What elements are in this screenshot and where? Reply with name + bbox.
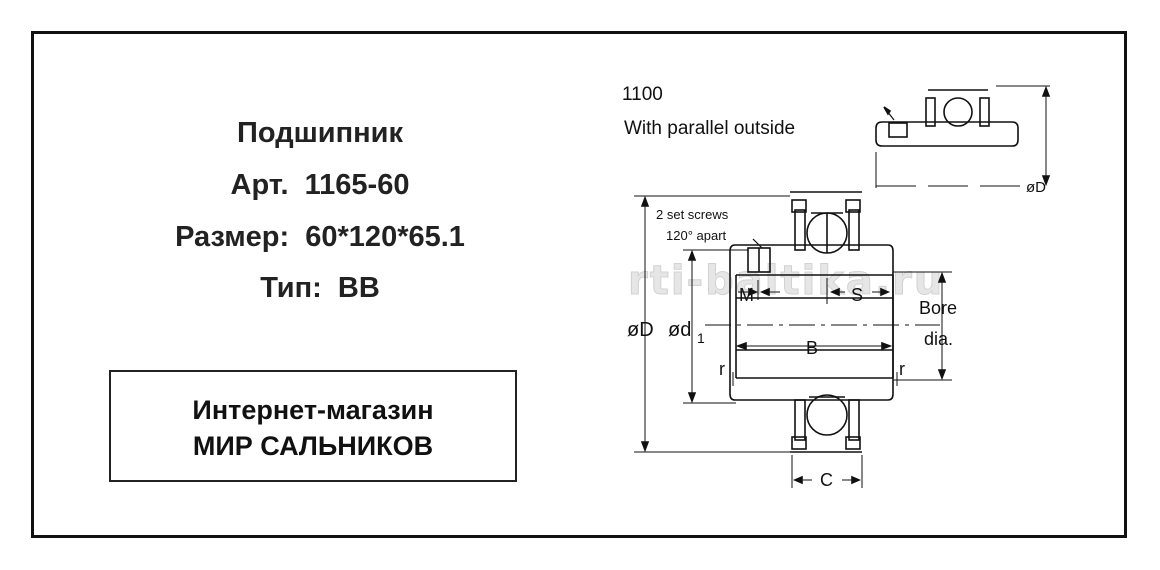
product-size: Размер: 60*120*65.1	[175, 221, 465, 253]
model-number: 1100	[622, 84, 663, 105]
radius-right-label: r	[899, 359, 905, 379]
small-outer-diameter-label: øD	[1026, 179, 1046, 196]
main-bearing-section	[634, 191, 952, 488]
inner-diameter-subscript: 1	[697, 330, 705, 346]
outer-diameter-label: øD	[627, 319, 654, 341]
shop-box: Интернет-магазин МИР САЛЬНИКОВ	[109, 370, 517, 482]
bore-label: Bore	[919, 298, 957, 318]
shop-line-1: Интернет-магазин	[192, 395, 434, 425]
watermark: rti-baltika.ru	[627, 258, 945, 305]
small-bearing-view	[875, 85, 1051, 188]
radius-left-label: r	[719, 359, 725, 379]
outer-frame	[31, 31, 1127, 538]
inner-diameter-label: ød	[668, 319, 691, 341]
model-caption: With parallel outside	[624, 118, 795, 139]
dimension-c-label: C	[820, 470, 833, 490]
product-type: Тип: BB	[260, 272, 380, 304]
dimension-s-label: S	[851, 285, 863, 305]
set-screws-label: 2 set screws	[656, 207, 729, 222]
bore-dia-label: dia.	[924, 329, 953, 349]
shop-name: МИР САЛЬНИКОВ	[192, 431, 434, 461]
dimension-b-label: B	[806, 338, 818, 358]
product-article: Арт. 1165-60	[230, 169, 410, 201]
dimension-m-label: M	[739, 285, 754, 305]
set-screws-angle-label: 120° apart	[666, 228, 727, 243]
product-name: Подшипник	[237, 117, 403, 149]
